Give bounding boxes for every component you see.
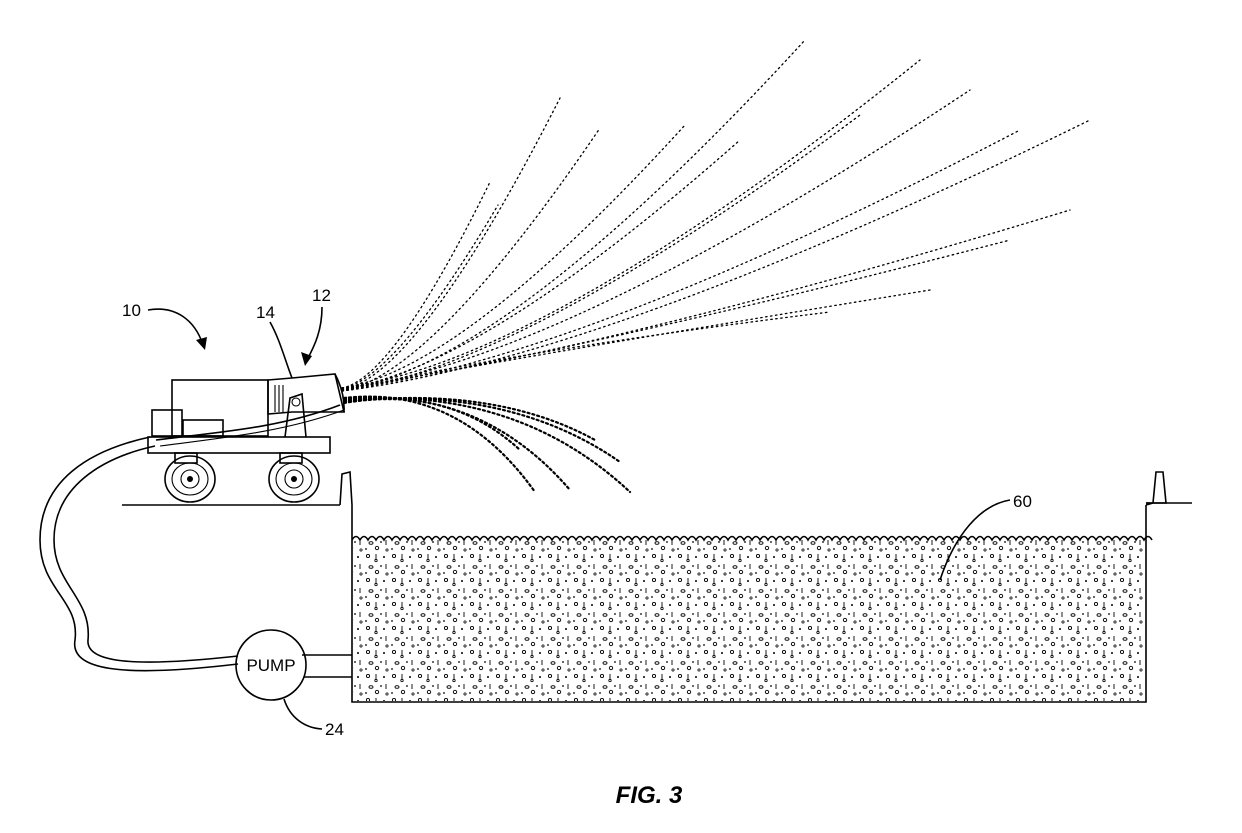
spray-stream [341,127,601,392]
leader-60 [939,499,1011,581]
leader-12 [306,306,323,361]
ref-label-60: 60 [1013,492,1032,511]
spray-droplets [342,398,522,452]
ref-label-14: 14 [256,303,275,322]
ref-label-10: 10 [122,301,141,320]
spray-stream [341,139,741,390]
spray-stream [341,239,1011,390]
ref-label-12: 12 [312,286,331,305]
spray-stream [341,119,1091,392]
curb-left [339,470,353,506]
wheel-left [164,455,216,503]
pump-label: PUMP [246,656,295,675]
spray-stream [341,204,499,390]
spray-stream [341,289,931,391]
hose [39,436,239,672]
arrow-12 [301,352,312,366]
spray-stream [341,97,561,391]
spray-stream [341,89,971,390]
wheel-right [268,455,320,503]
spray-stream [341,39,806,391]
nozzle-ring [334,373,345,413]
arrow-10 [196,337,207,350]
spray-stream [341,209,1071,389]
leader-24 [283,698,323,730]
leader-10 [147,308,204,346]
spray-stream [341,59,921,389]
spray-droplets [342,397,632,494]
pump-body [235,629,307,701]
liquid-surface [351,535,1153,542]
engine-box [151,409,183,437]
slurry-fill [353,540,1145,701]
basin-wall [351,505,1147,703]
spray-plume [341,39,1091,494]
figure-caption: FIG. 3 [616,782,683,809]
hose-inner [53,445,239,663]
ref-label-24: 24 [325,720,344,739]
spray-stream [341,311,831,392]
leader-14 [269,321,293,379]
vehicle-deck [147,436,331,454]
spray-stream [341,181,491,389]
feed-line [155,404,341,441]
spray-stream [341,114,861,392]
spray-droplets [342,395,537,494]
spray-stream [341,129,1021,391]
spray-stream [341,124,686,389]
curb-right [1145,471,1167,506]
pump-outlet-pipe [302,654,352,678]
cannon-mount [284,392,307,438]
